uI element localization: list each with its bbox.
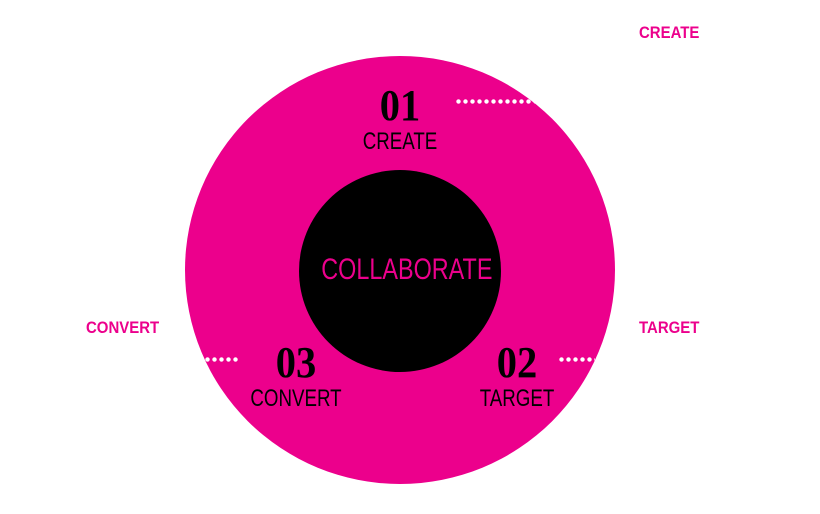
step-target: 02 TARGET: [462, 341, 572, 413]
step-number: 01: [379, 81, 421, 130]
side-label-create: CREATE: [639, 23, 700, 42]
step-label: CONVERT: [250, 385, 342, 412]
connector-dots-target: [558, 357, 595, 362]
step-label: TARGET: [479, 385, 555, 412]
step-label: CREATE: [362, 128, 438, 155]
side-label-convert: CONVERT: [86, 318, 160, 337]
side-label-target: TARGET: [639, 318, 700, 337]
connector-dots-convert: [204, 357, 239, 362]
inner-core: [299, 170, 501, 372]
step-number: 02: [496, 338, 538, 387]
step-convert: 03 CONVERT: [231, 341, 361, 413]
connector-dots-create: [455, 99, 535, 104]
step-create: 01 CREATE: [345, 84, 455, 156]
step-number: 03: [275, 338, 317, 387]
center-label: COLLABORATE: [321, 253, 493, 286]
